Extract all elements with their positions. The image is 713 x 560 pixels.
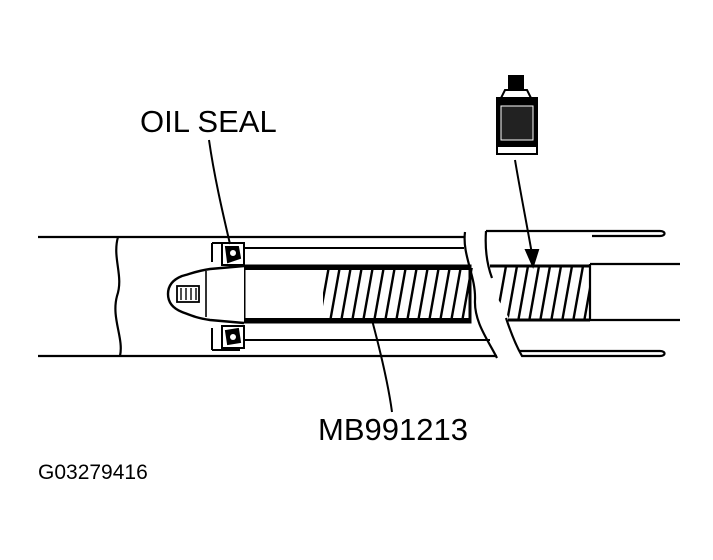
oil-seal-leader	[208, 139, 231, 245]
oil-seal	[221, 242, 245, 349]
tool-leader	[371, 319, 393, 413]
grease-hatching-left	[323, 268, 473, 320]
oil-seal-label: OIL SEAL	[140, 104, 277, 139]
shaft-housing-right	[484, 229, 680, 358]
grease-hatching-right	[494, 266, 590, 320]
installer-tool-right-segment	[490, 264, 590, 322]
grease-arrow	[514, 159, 540, 269]
figure-id-label: G03279416	[38, 461, 148, 484]
installer-tool-mb991213	[166, 264, 472, 325]
lubricant-bottle-icon	[496, 75, 538, 155]
shaft-housing-left	[38, 231, 498, 359]
tool-part-number-label: MB991213	[318, 412, 468, 447]
inner-bore	[211, 242, 490, 351]
